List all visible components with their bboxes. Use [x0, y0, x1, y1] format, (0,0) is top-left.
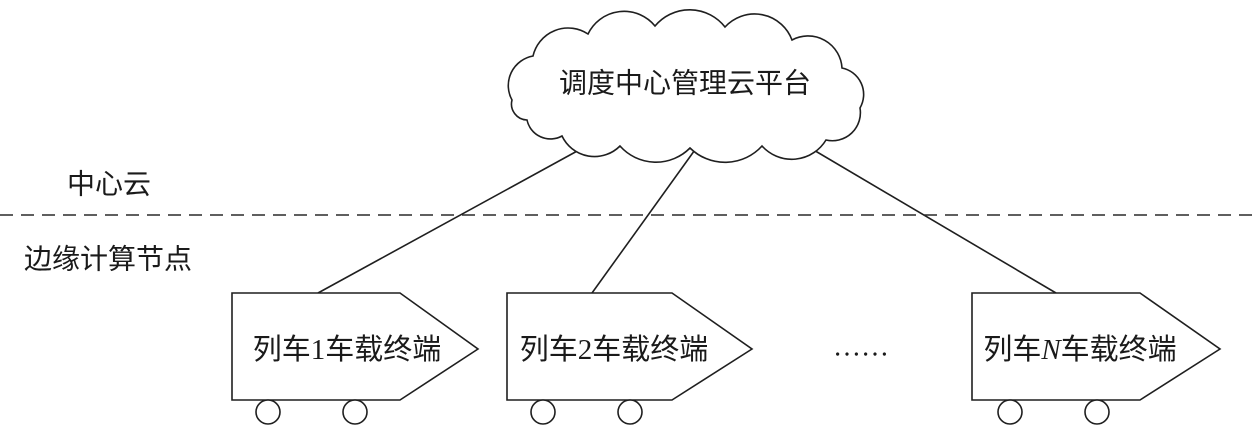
- train-label-suffix: 车载终端: [592, 333, 708, 366]
- train-wheel: [342, 399, 368, 425]
- train-body: [971, 292, 1222, 401]
- train-wheel: [997, 399, 1023, 425]
- train-label-number: N: [1040, 334, 1062, 366]
- train-body: [231, 292, 480, 401]
- center-cloud-tier-label: 中心云: [67, 169, 151, 201]
- cloud-shape: [507, 9, 865, 164]
- connector-line-train-2: [591, 146, 698, 294]
- train-label: 列车N车载终端: [983, 333, 1176, 366]
- train-label-prefix: 列车: [253, 333, 311, 366]
- train-label-prefix: 列车: [520, 333, 578, 366]
- cloud-platform: 调度中心管理云平台: [507, 9, 865, 164]
- train-terminal-2: 列车2车载终端: [506, 292, 754, 425]
- edge-computing-tier-label: 边缘计算节点: [24, 244, 192, 276]
- train-label-suffix: 车载终端: [1061, 333, 1177, 366]
- train-label: 列车1车载终端: [253, 333, 442, 366]
- train-terminal-n: 列车N车载终端: [971, 292, 1222, 425]
- train-label-number: 2: [578, 334, 593, 366]
- train-wheel: [617, 399, 643, 425]
- more-trains-ellipsis: ……: [833, 332, 889, 363]
- train-wheel: [1084, 399, 1110, 425]
- train-wheel: [255, 399, 281, 425]
- train-label-number: 1: [311, 334, 326, 366]
- train-terminal-1: 列车1车载终端: [231, 292, 480, 425]
- train-label-prefix: 列车: [983, 333, 1041, 366]
- train-wheel: [530, 399, 556, 425]
- train-label-suffix: 车载终端: [325, 333, 441, 366]
- cloud-label: 调度中心管理云平台: [559, 68, 811, 100]
- train-body: [506, 292, 754, 401]
- connector-line-train-1: [317, 143, 591, 294]
- connector-line-train-n: [789, 135, 1057, 294]
- train-label: 列车2车载终端: [520, 333, 709, 366]
